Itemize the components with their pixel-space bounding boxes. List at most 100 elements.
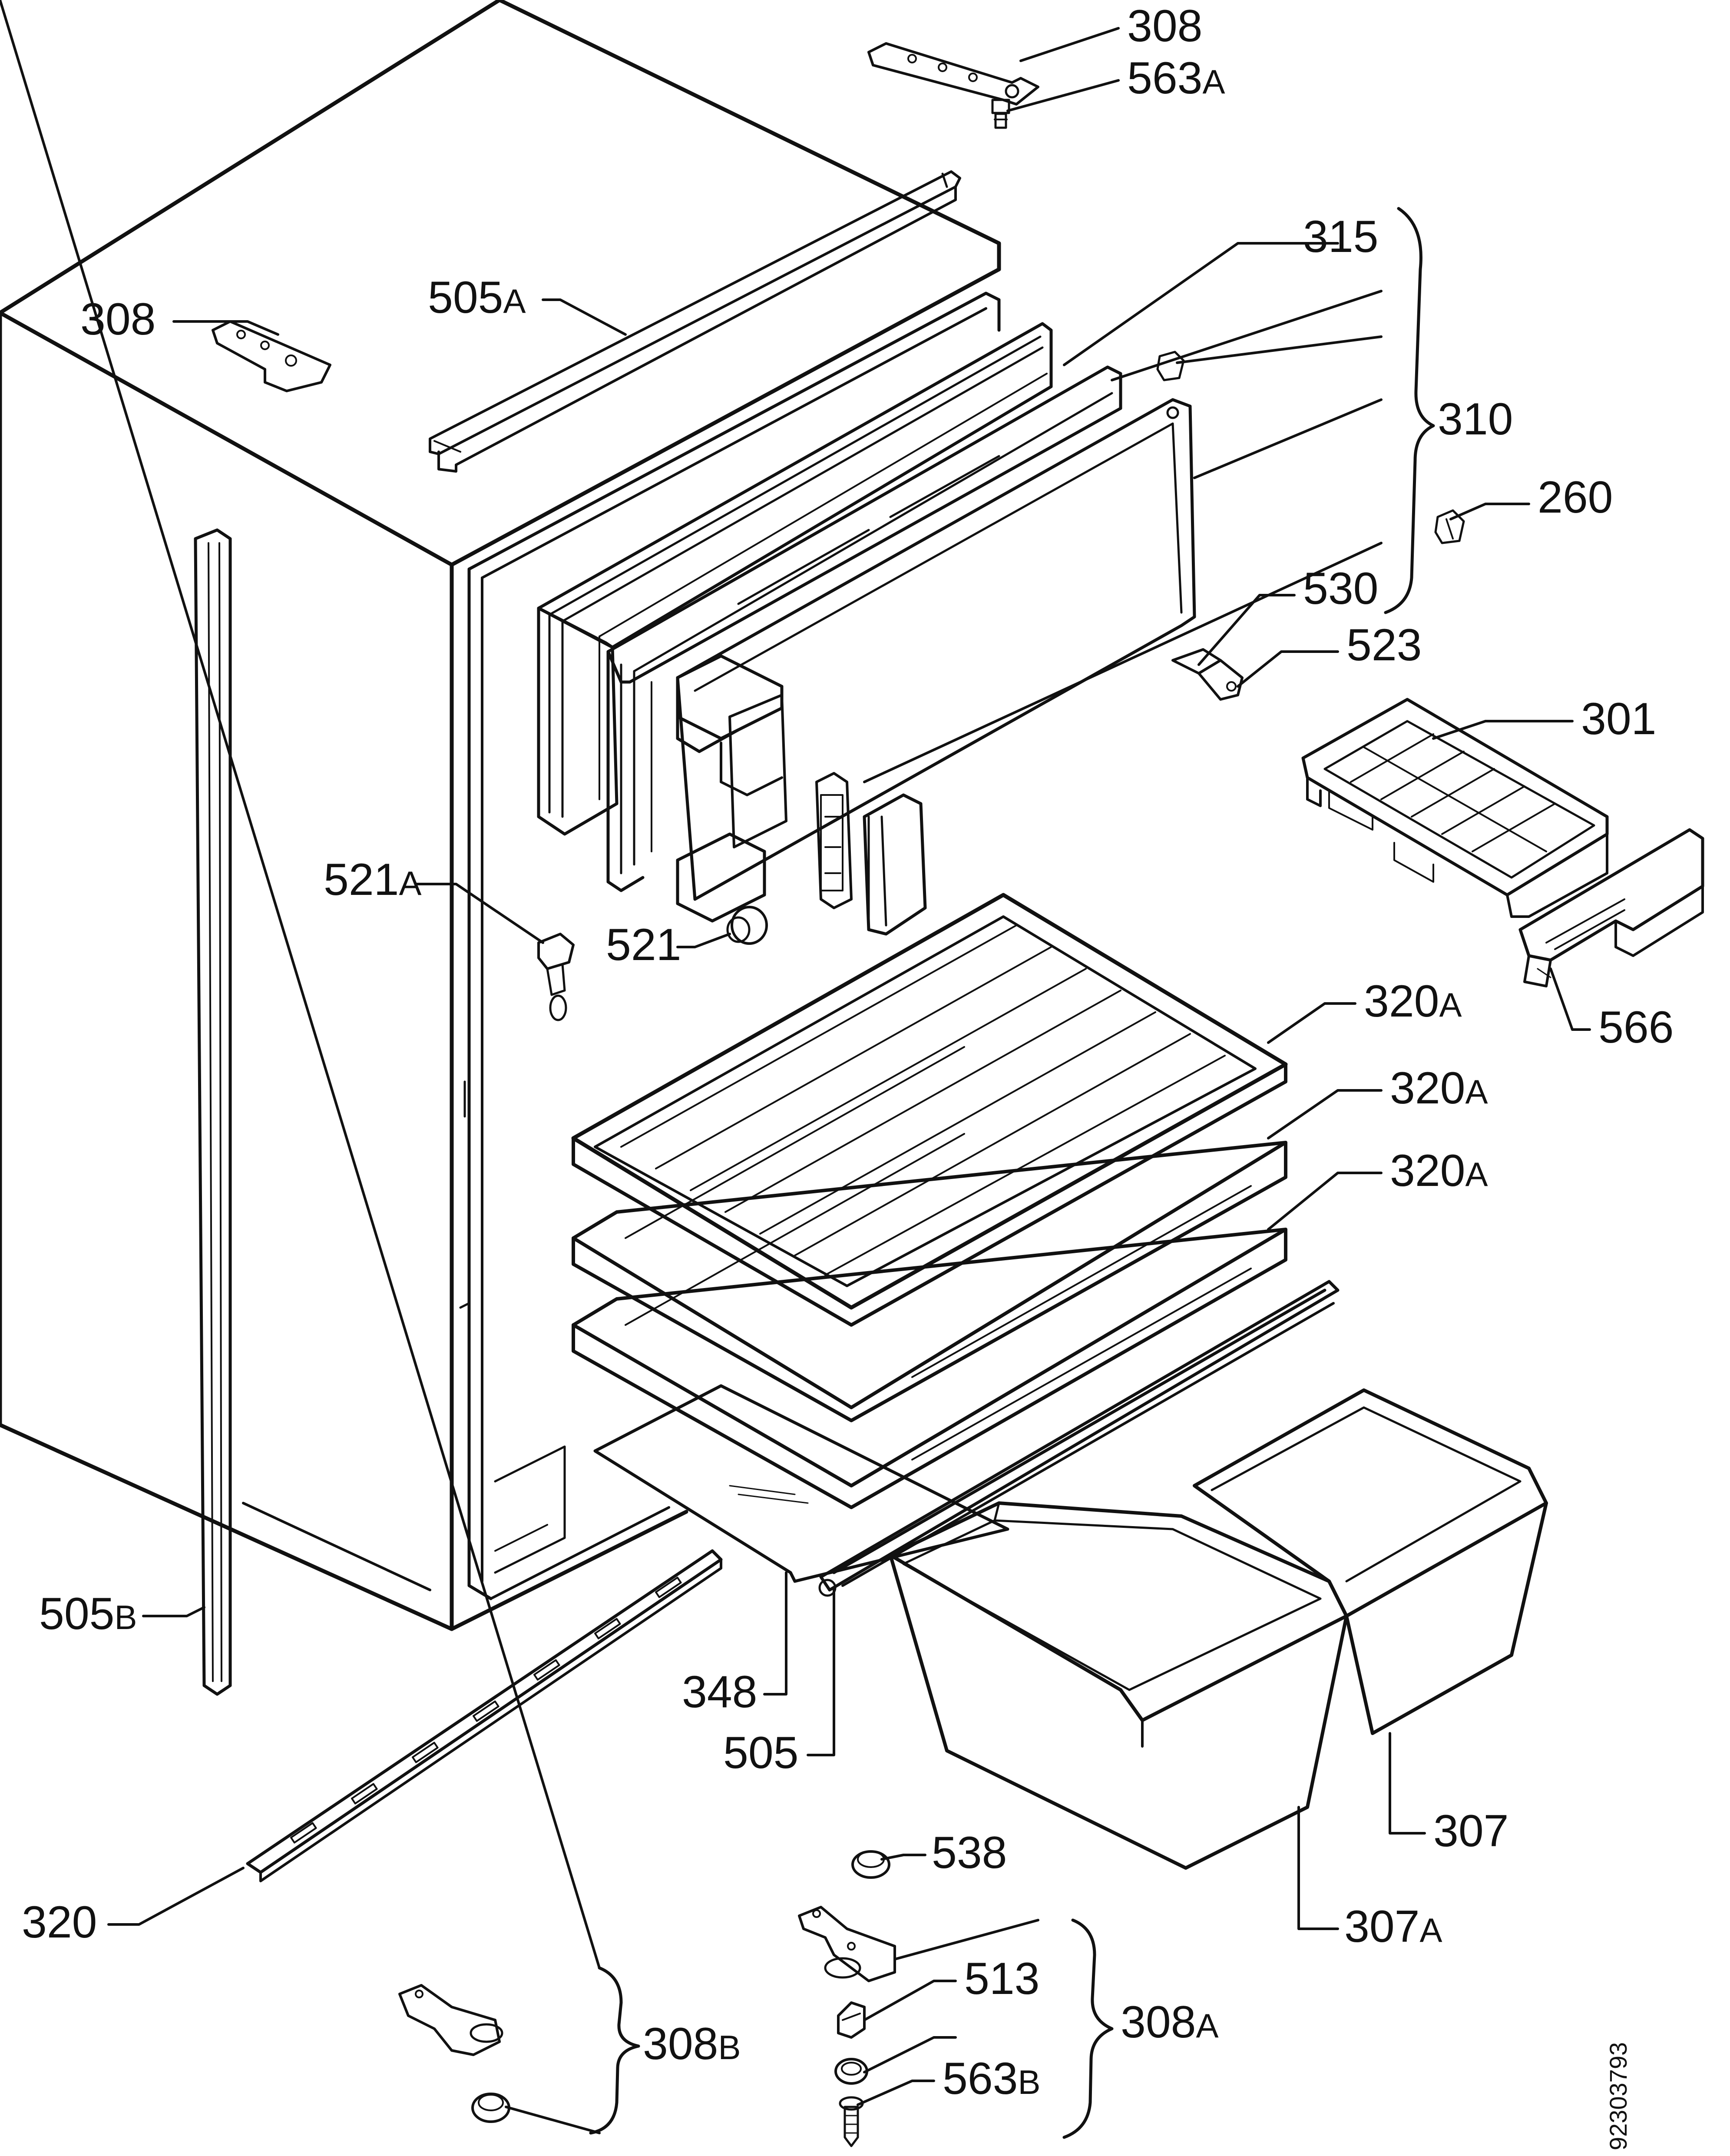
shelf-320a-bottom	[572, 1133, 1335, 1587]
callout-number: 307	[1433, 1806, 1509, 1856]
callout-label-320a-3: 320A	[1390, 1146, 1488, 1196]
callout-number: 320	[1390, 1063, 1465, 1113]
callout-label-308-top: 308	[1127, 1, 1203, 51]
callout-label-505a: 505A	[428, 272, 526, 323]
hinge-bracket-308-left	[212, 320, 331, 392]
fastener-521a	[537, 933, 575, 1021]
brace-308a	[1062, 1918, 1114, 2139]
brace-308b	[589, 1966, 640, 2135]
cabinet-body	[0, 0, 1001, 1631]
crisper-drawer-307a	[889, 1501, 1348, 1870]
document-id: 92303793	[1604, 2042, 1632, 2150]
callout-number: 310	[1438, 394, 1513, 444]
ice-tray-301	[1301, 698, 1609, 918]
bottom-hinge-308a	[798, 1906, 896, 1982]
callout-number: 308	[643, 2019, 718, 2069]
hinge-bracket-308-top	[867, 42, 1039, 106]
callout-number: 308	[1121, 1997, 1196, 2047]
callout-number: 505	[428, 272, 503, 323]
callout-number: 307	[1344, 1901, 1420, 1952]
front-strip-505	[818, 1280, 1340, 1597]
callout-label-308-left: 308	[80, 294, 156, 344]
trim-strip-505a	[429, 170, 961, 473]
callout-label-530: 530	[1303, 563, 1379, 614]
bottom-hinge-308b	[398, 1984, 503, 2056]
callout-label-505b: 505B	[39, 1589, 137, 1639]
plug-521	[726, 906, 768, 945]
stopper-260	[1434, 509, 1465, 544]
callout-label-523: 523	[1346, 620, 1422, 670]
callout-number: 260	[1538, 472, 1613, 523]
brace-310	[1384, 207, 1435, 614]
cap-308b	[471, 2093, 510, 2123]
callout-number: 505	[723, 1728, 799, 1778]
callout-number: 521	[324, 854, 399, 905]
cap-538	[851, 1850, 890, 1879]
callout-number: 320	[22, 1897, 97, 1947]
callout-suffix: A	[1465, 1073, 1488, 1111]
side-gasket-505b	[194, 528, 232, 1696]
callout-number: 308	[1127, 1, 1203, 51]
door-panel-310	[676, 398, 1196, 923]
guide-rail-320	[246, 1549, 723, 1882]
callout-label-315: 315	[1303, 212, 1379, 262]
callout-number: 320	[1364, 976, 1439, 1027]
callout-number: 315	[1303, 212, 1379, 262]
callout-number: 348	[682, 1667, 757, 1717]
callout-label-521a: 521A	[324, 854, 422, 905]
callout-label-310: 310	[1438, 394, 1513, 444]
screw-563a	[991, 99, 1010, 129]
ice-scraper-566	[1518, 828, 1704, 987]
shelf-320a-middle	[572, 1046, 1287, 1422]
door-inner-frame	[606, 365, 1122, 892]
callout-suffix: B	[1018, 2063, 1041, 2101]
callout-label-320a-1: 320A	[1364, 976, 1462, 1027]
callout-label-566: 566	[1598, 1002, 1674, 1053]
callout-label-563a: 563A	[1127, 53, 1225, 103]
callout-suffix: A	[1465, 1155, 1488, 1193]
callout-label-260: 260	[1538, 472, 1613, 523]
callout-number: 563	[1127, 53, 1203, 103]
callout-number: 538	[932, 1828, 1007, 1878]
callout-label-538: 538	[932, 1828, 1007, 1878]
callout-suffix: A	[1420, 1911, 1442, 1949]
callout-number: 320	[1390, 1146, 1465, 1196]
callout-suffix: B	[115, 1598, 137, 1636]
callout-number: 301	[1581, 694, 1657, 744]
callout-number: 563	[943, 2053, 1018, 2104]
leader-lines	[0, 0, 1591, 2134]
callout-label-505: 505	[723, 1728, 799, 1778]
callout-suffix: A	[1439, 986, 1462, 1024]
callout-label-301: 301	[1581, 694, 1657, 744]
callout-number: 523	[1346, 620, 1422, 670]
callout-number: 566	[1598, 1002, 1674, 1053]
callout-label-307a: 307A	[1344, 1901, 1442, 1952]
washer-308a	[834, 2058, 868, 2085]
crisper-drawer-307	[1193, 1388, 1548, 1735]
callout-label-308a: 308A	[1121, 1997, 1219, 2047]
door-gasket-315	[537, 322, 1053, 836]
callout-number: 308	[80, 294, 156, 344]
hinge-mechanism	[815, 772, 853, 909]
glass-plate-348	[593, 1384, 1009, 1583]
callout-number: 505	[39, 1589, 115, 1639]
door-latch-523	[1171, 648, 1244, 701]
callout-label-563b: 563B	[943, 2053, 1041, 2104]
callout-label-513: 513	[964, 1954, 1040, 2004]
callout-number: 513	[964, 1954, 1040, 2004]
callout-label-521: 521	[606, 920, 681, 970]
callout-suffix: A	[1203, 63, 1225, 101]
callout-number: 521	[606, 920, 681, 970]
shelf-320a-top	[571, 893, 1288, 1327]
callout-suffix: B	[718, 2028, 741, 2067]
callout-number: 530	[1303, 563, 1379, 614]
callout-label-307: 307	[1433, 1806, 1509, 1856]
callout-suffix: A	[399, 864, 422, 902]
bushing-513	[837, 2001, 866, 2039]
callout-label-308b: 308B	[643, 2019, 741, 2069]
callout-suffix: A	[1196, 2007, 1219, 2045]
callout-suffix: A	[503, 282, 526, 320]
